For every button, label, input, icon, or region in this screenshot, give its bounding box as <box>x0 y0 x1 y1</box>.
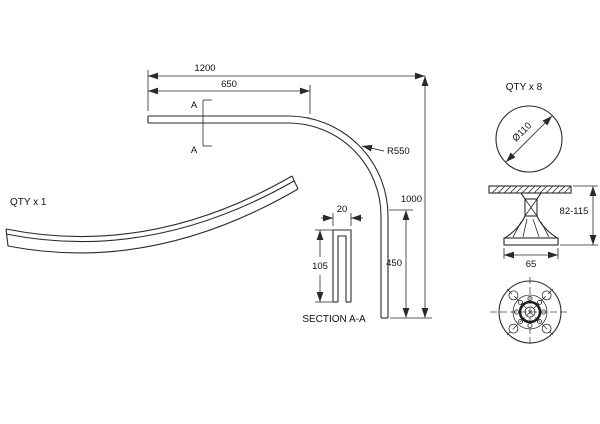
hub-inner-circle <box>524 306 536 318</box>
leg-bottom-view <box>490 277 570 347</box>
tray-outer-edge <box>148 115 389 318</box>
dim-text-450: 450 <box>386 258 402 269</box>
dim-text-height-range: 82-115 <box>560 206 589 217</box>
plan-view <box>147 115 389 319</box>
section-profile-inner <box>337 235 347 302</box>
section-cut-marker: A A <box>191 99 212 156</box>
base-mid-circle <box>512 294 548 330</box>
hatch-pattern <box>491 185 572 194</box>
hub-ring <box>518 300 542 324</box>
diameter-line <box>505 115 553 163</box>
leg-cone <box>503 215 559 239</box>
section-title: SECTION A-A <box>302 314 366 325</box>
castellation-circles <box>514 295 547 328</box>
perspective-view: QTY x 1 <box>5 175 299 254</box>
base-outer-circle <box>498 280 562 344</box>
dim-text-1200: 1200 <box>194 63 215 74</box>
leg-base-plate <box>503 237 559 246</box>
strip-top-edge <box>5 175 293 238</box>
strip-mid-edge <box>5 180 295 243</box>
dim-text-diameter: Ø110 <box>510 120 534 144</box>
mounting-holes <box>508 290 552 334</box>
dim-text-650: 650 <box>221 79 237 90</box>
strip-end-cap-left <box>5 228 9 247</box>
leg-qty-label: QTY x 8 <box>506 82 543 93</box>
section-profile-outer <box>332 229 352 302</box>
section-marker-a-top: A <box>191 100 198 111</box>
tray-inner-edge <box>148 122 382 318</box>
leg-side-view: 82-115 65 <box>488 185 598 270</box>
leg-plate-circle <box>495 105 563 173</box>
cone-ribs <box>512 218 550 238</box>
dim-text-base-width: 65 <box>526 259 537 270</box>
leg-neck <box>519 192 543 200</box>
tray-qty-label: QTY x 1 <box>10 197 47 208</box>
section-marker-a-bottom: A <box>191 145 198 156</box>
section-detail: 20 105 SECTION A-A <box>302 204 366 325</box>
plan-dimensions: 1200 650 1000 450 R550 <box>147 63 432 319</box>
dim-text-105: 105 <box>312 261 328 272</box>
dim-text-1000: 1000 <box>401 194 422 205</box>
radius-leader-line <box>361 144 385 152</box>
stem-cross-2 <box>524 198 538 217</box>
strip-bottom-edge <box>7 188 299 254</box>
radius-text: R550 <box>387 146 410 157</box>
leg-top-view: QTY x 8 Ø110 <box>495 82 563 173</box>
strip-end-cap-right <box>291 175 299 190</box>
centerline-diagonal-2 <box>506 288 554 336</box>
dim-text-20: 20 <box>337 204 348 215</box>
